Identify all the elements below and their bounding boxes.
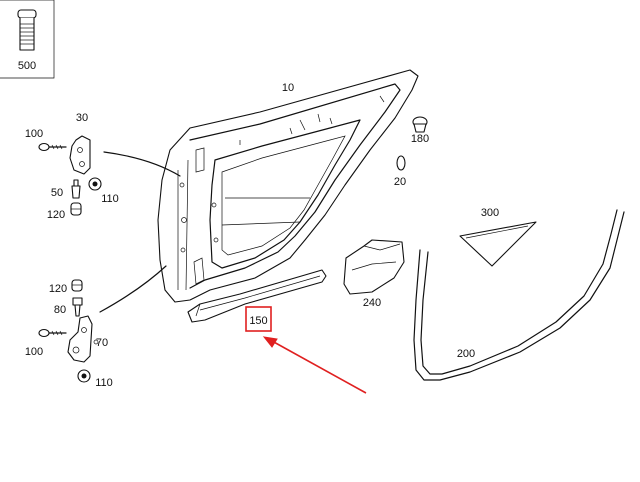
callout-120-upper: 120 <box>47 209 65 221</box>
part-10-door-shell <box>157 69 419 303</box>
callout-20: 20 <box>394 176 406 188</box>
callout-180: 180 <box>411 133 429 145</box>
part-50-pin <box>71 179 81 199</box>
highlight-box <box>245 306 272 332</box>
callout-500: 500 <box>18 60 36 72</box>
upper-hinge-leader <box>103 151 181 177</box>
part-120-clip-upper <box>70 202 82 216</box>
part-110-nut-upper <box>88 177 102 191</box>
lower-hinge-leader <box>99 265 167 313</box>
callout-80: 80 <box>54 304 66 316</box>
highlight-arrow-head <box>262 336 278 348</box>
upper-hinge-group <box>38 135 102 216</box>
callout-300: 300 <box>481 207 499 219</box>
callout-100-lower: 100 <box>25 346 43 358</box>
callout-110-lower: 110 <box>95 377 113 389</box>
callout-100-upper: 100 <box>25 128 43 140</box>
part-240-pad <box>343 239 405 295</box>
part-100-screw-upper <box>38 142 67 152</box>
callout-150: 150 <box>249 315 267 327</box>
callout-10: 10 <box>282 82 294 94</box>
part-70-hinge <box>67 315 93 363</box>
part-300-panel <box>459 221 537 267</box>
part-120-clip-lower <box>71 279 83 292</box>
part-100-screw-lower <box>38 328 67 338</box>
highlight-150: 150 <box>245 306 367 394</box>
part-30-hinge <box>69 135 91 175</box>
callout-70: 70 <box>96 337 108 349</box>
part-20-grommet <box>396 155 406 171</box>
callout-240: 240 <box>363 297 381 309</box>
part-180-plug <box>412 116 428 133</box>
part-500-plug <box>17 9 37 51</box>
callout-200: 200 <box>457 348 475 360</box>
highlight-arrow-shaft <box>271 340 367 394</box>
part-150-sill-trim <box>187 269 327 323</box>
part-110-nut-lower <box>77 369 91 383</box>
callout-30: 30 <box>76 112 88 124</box>
inset-box-500: 500 <box>0 0 55 79</box>
callout-120-lower: 120 <box>49 283 67 295</box>
part-200-seal <box>413 209 625 381</box>
part-80-bolt <box>72 297 83 317</box>
lower-hinge-group <box>38 279 99 383</box>
callout-110-upper: 110 <box>101 193 119 205</box>
callout-50: 50 <box>51 187 63 199</box>
